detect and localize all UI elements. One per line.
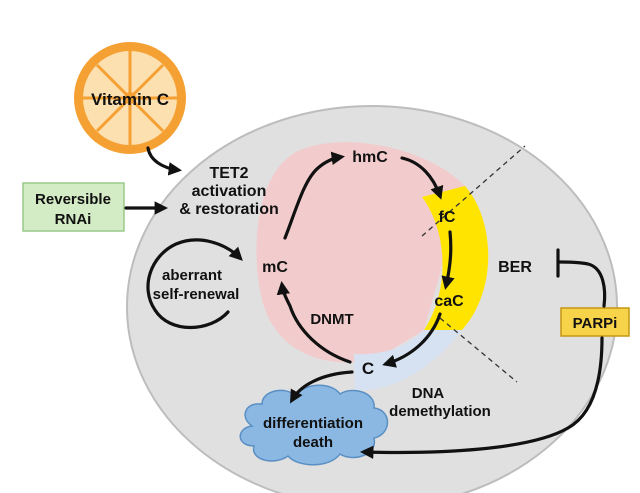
arrow-vitamin-c-to-tet2 xyxy=(146,146,183,176)
outcome-label-line1: differentiation xyxy=(263,415,363,432)
reversible-rnai-label-line2: RNAi xyxy=(55,211,92,228)
aberrant-label-line1: aberrant xyxy=(162,267,222,284)
dnmt-label: DNMT xyxy=(310,311,353,328)
tet2-label-line2: activation xyxy=(192,183,267,200)
arrow-cac-to-c xyxy=(382,312,442,368)
arrow-mc-to-hmc xyxy=(283,151,345,240)
arrow-self-renewal-loop xyxy=(146,238,243,330)
inhibition-parpi-to-ber xyxy=(558,260,607,308)
hmc-label: hmC xyxy=(352,149,388,166)
methylation-cycle-region xyxy=(256,142,465,363)
reversible-rnai-label-line1: Reversible xyxy=(35,191,111,208)
outcome-label-line2: death xyxy=(293,434,333,451)
outcome-cloud-icon xyxy=(239,384,389,466)
arrow-c-to-mc xyxy=(276,281,352,364)
aberrant-label-line2: self-renewal xyxy=(153,286,240,303)
ber-label: BER xyxy=(498,259,532,276)
parpi-box xyxy=(560,307,630,337)
c-label: C xyxy=(362,359,374,378)
arrow-parpi-to-outcome xyxy=(359,336,604,459)
arrow-fc-to-cac xyxy=(441,230,455,290)
ber-divider-line-lower xyxy=(439,317,518,383)
arrow-hmc-to-fc xyxy=(400,156,444,200)
dna-demethylation-label-line2: demethylation xyxy=(389,403,491,420)
unmethylated-c-region xyxy=(354,330,462,391)
cac-label: caC xyxy=(434,293,464,310)
vitamin-c-orange-icon xyxy=(74,42,186,154)
vitamin-c-label: Vitamin C xyxy=(91,90,169,109)
mc-label: mC xyxy=(262,259,288,276)
fc-label: fC xyxy=(439,209,456,226)
tet2-label-line1: TET2 xyxy=(209,165,248,182)
dna-demethylation-label-line1: DNA xyxy=(412,385,445,402)
ber-divider-line xyxy=(421,145,526,237)
parpi-label: PARPi xyxy=(573,315,618,332)
reversible-rnai-box xyxy=(22,182,125,232)
tet2-label-line3: & restoration xyxy=(179,201,279,218)
arrow-c-to-outcome xyxy=(289,370,354,404)
